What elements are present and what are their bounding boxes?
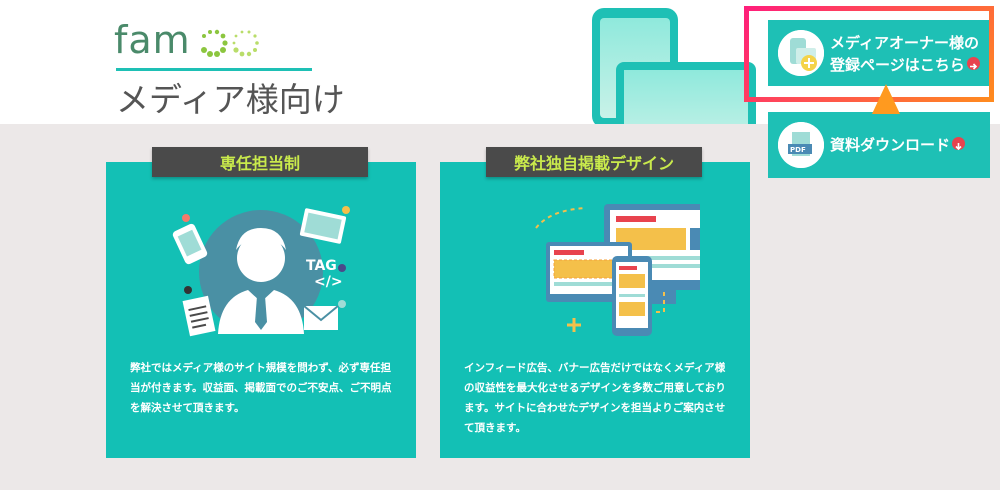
document-download-button[interactable]: PDF 資料ダウンロード: [768, 112, 990, 178]
tag-text: TAG: [306, 258, 337, 274]
dedicated-staff-card: TAG </> 弊社ではメディア様のサイト規模を問わず、必ず専任担当が付きます。…: [106, 162, 416, 458]
title-underline: [116, 68, 312, 71]
download-label: 資料ダウンロード: [830, 136, 951, 154]
card-description: 弊社ではメディア様のサイト規模を問わず、必ず専任担当が付きます。収益面、掲載面で…: [130, 362, 392, 414]
pdf-text: PDF: [790, 146, 806, 154]
card-description: インフィード広告、バナー広告だけではなくメディア様の収益性を最大化させるデザイン…: [464, 362, 726, 434]
code-text: </>: [314, 274, 343, 290]
support-person-icon: TAG </>: [172, 206, 350, 337]
page-title: メディア様向け: [116, 80, 345, 119]
download-button-label: 資料ダウンロード: [830, 134, 966, 156]
responsive-design-icon: [535, 204, 700, 336]
custom-design-card: インフィード広告、バナー広告だけではなくメディア様の収益性を最大化させるデザイン…: [440, 162, 750, 458]
highlight-box: [744, 6, 994, 102]
card-label: 専任担当制: [152, 147, 368, 177]
pointer-arrow-icon: [872, 84, 900, 300]
logo-dots-icon: [201, 29, 259, 57]
pdf-icon: PDF: [778, 122, 824, 168]
famoo-logo[interactable]: fam: [114, 18, 314, 62]
devices-illustration-icon: [592, 8, 756, 124]
download-icon: [952, 137, 966, 151]
logo-text: fam: [114, 18, 191, 62]
card-label: 弊社独自掲載デザイン: [486, 147, 702, 177]
